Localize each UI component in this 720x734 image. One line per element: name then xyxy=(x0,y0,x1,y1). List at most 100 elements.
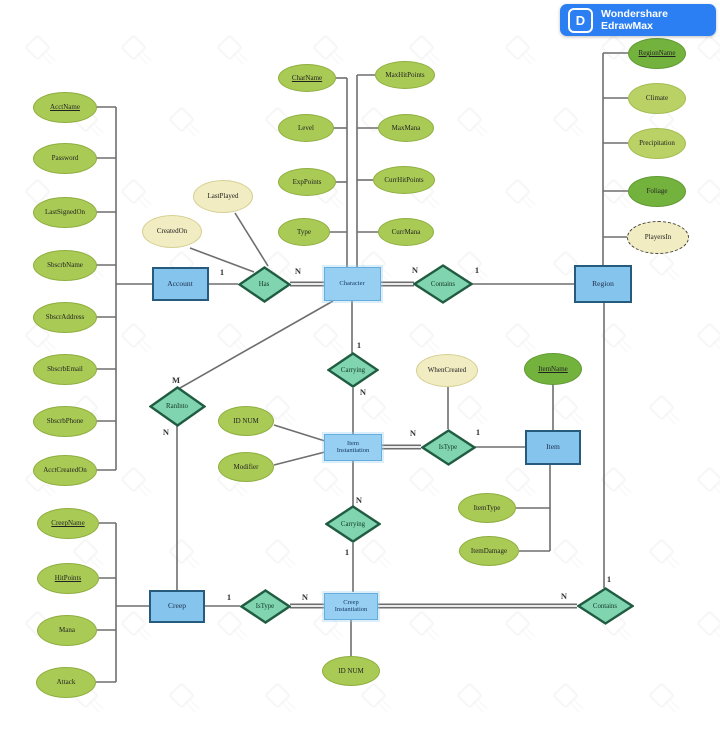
cardinality-label[interactable]: N xyxy=(355,495,363,505)
attr-exppoints-label: ExpPoints xyxy=(292,178,322,186)
connection-line[interactable] xyxy=(273,424,326,442)
rel-carrying-item[interactable]: Carrying xyxy=(327,352,379,388)
attr-lastsignedon-label: LastSignedOn xyxy=(44,208,86,216)
rel-carrying-item-label: Carrying xyxy=(340,366,366,374)
entity-region[interactable]: Region xyxy=(574,265,632,303)
cardinality-label[interactable]: 1 xyxy=(226,592,232,602)
attr-currhitpoints[interactable]: CurrHitPoints xyxy=(373,166,435,194)
attr-sbscraddress[interactable]: SbscrAddress xyxy=(33,301,97,333)
rel-istype-item[interactable]: IsType xyxy=(420,428,476,466)
attr-password-label: Password xyxy=(51,154,79,162)
rel-has[interactable]: Has xyxy=(237,265,291,303)
rel-contains-creep-label: Contains xyxy=(592,602,618,610)
attr-regionname-label: RegionName xyxy=(638,49,676,57)
rel-raninto-polygon xyxy=(148,385,206,427)
attr-playersin[interactable]: PlayersIn xyxy=(627,220,689,254)
entity-character-label: Character xyxy=(339,280,365,288)
rel-istype-item-shape xyxy=(420,428,476,466)
attr-itemname[interactable]: ItemName xyxy=(524,353,582,385)
attr-itemdamage-label: ItemDamage xyxy=(470,547,508,555)
entity-item-instantiation-label: Item xyxy=(347,439,359,447)
rel-istype-item-label: IsType xyxy=(438,443,458,451)
badge-brand-line1: Wondershare xyxy=(601,7,668,20)
rel-raninto-label: RanInto xyxy=(166,402,188,410)
entity-item[interactable]: Item xyxy=(525,429,581,465)
attr-exppoints[interactable]: ExpPoints xyxy=(278,168,336,196)
rel-carrying-creep[interactable]: Carrying xyxy=(325,505,381,543)
rel-carrying-creep-label: Carrying xyxy=(340,520,366,528)
cardinality-label[interactable]: N xyxy=(560,591,568,601)
connection-line[interactable] xyxy=(273,451,326,466)
attr-password[interactable]: Password xyxy=(33,142,97,174)
connection-line[interactable] xyxy=(189,247,255,273)
cardinality-label[interactable]: 1 xyxy=(344,547,350,557)
cardinality-label[interactable]: N xyxy=(301,592,309,602)
attr-whencreated[interactable]: WhenCreated xyxy=(416,353,478,387)
rel-contains-region[interactable]: Contains xyxy=(413,264,473,304)
attr-level-label: Level xyxy=(298,124,314,132)
cardinality-label[interactable]: N xyxy=(294,266,302,276)
cardinality-label[interactable]: N xyxy=(162,427,170,437)
entity-account[interactable]: Account xyxy=(151,267,209,301)
attr-level[interactable]: Level xyxy=(278,114,334,142)
attr-precipitation[interactable]: Precipitation xyxy=(628,127,686,159)
attr-sbscrbname[interactable]: SbscrbName xyxy=(33,249,97,281)
attr-mana[interactable]: Mana xyxy=(37,614,97,646)
cardinality-label[interactable]: N xyxy=(409,428,417,438)
edrawmax-badge[interactable]: D Wondershare EdrawMax xyxy=(560,4,716,36)
attr-maxhitpoints-label: MaxHitPoints xyxy=(385,71,425,79)
attr-maxmana[interactable]: MaxMana xyxy=(378,114,434,142)
attr-sbscrbemail[interactable]: SbscrbEmail xyxy=(33,353,97,385)
attr-acctcreatedon-label: AcctCreatedOn xyxy=(43,466,87,474)
connection-line[interactable] xyxy=(234,212,269,267)
rel-contains-region-polygon xyxy=(413,264,473,304)
attr-itemdamage[interactable]: ItemDamage xyxy=(459,536,519,566)
attr-attack[interactable]: Attack xyxy=(36,666,96,698)
attr-acctname[interactable]: AcctName xyxy=(33,91,97,123)
cardinality-label[interactable]: 1 xyxy=(219,267,225,277)
attr-playersin-label: PlayersIn xyxy=(644,233,672,241)
cardinality-label[interactable]: 1 xyxy=(474,265,480,275)
cardinality-label[interactable]: 1 xyxy=(606,574,612,584)
cardinality-label[interactable]: N xyxy=(411,265,419,275)
cardinality-label[interactable]: 1 xyxy=(356,340,362,350)
badge-brand-line2: EdrawMax xyxy=(601,20,653,32)
attr-type[interactable]: Type xyxy=(278,218,330,246)
rel-istype-creep[interactable]: IsType xyxy=(239,588,291,624)
attr-itemtype[interactable]: ItemType xyxy=(458,493,516,523)
rel-contains-creep[interactable]: Contains xyxy=(576,587,634,625)
rel-raninto[interactable]: RanInto xyxy=(148,385,206,427)
attr-acctcreatedon[interactable]: AcctCreatedOn xyxy=(33,454,97,486)
cardinality-label[interactable]: M xyxy=(171,375,181,385)
attr-idnum-item[interactable]: ID NUM xyxy=(218,406,274,436)
attr-idnum-creep[interactable]: ID NUM xyxy=(322,656,380,686)
attr-regionname[interactable]: RegionName xyxy=(628,37,686,69)
attr-itemname-label: ItemName xyxy=(538,365,568,373)
attr-sbscrbphone[interactable]: SbscrbPhone xyxy=(33,405,97,437)
entity-character[interactable]: Character xyxy=(323,267,381,301)
entity-creep-label: Creep xyxy=(168,600,186,610)
attr-modifier[interactable]: Modifier xyxy=(218,452,274,482)
attr-createdon[interactable]: CreatedOn xyxy=(142,214,202,248)
attr-currmana[interactable]: CurrMana xyxy=(378,218,434,246)
attr-charname[interactable]: CharName xyxy=(278,64,336,92)
attr-lastplayed[interactable]: LastPlayed xyxy=(193,179,253,213)
rel-contains-creep-polygon xyxy=(576,587,634,625)
entity-creep[interactable]: Creep xyxy=(149,589,205,623)
cardinality-label[interactable]: 1 xyxy=(475,427,481,437)
attr-lastsignedon[interactable]: LastSignedOn xyxy=(33,196,97,228)
attr-type-label: Type xyxy=(297,228,311,236)
attr-climate[interactable]: Climate xyxy=(628,82,686,114)
attr-creepname[interactable]: CreepName xyxy=(37,507,99,539)
cardinality-label[interactable]: N xyxy=(359,387,367,397)
connection-line[interactable] xyxy=(179,300,334,389)
rel-carrying-creep-shape xyxy=(325,505,381,543)
attr-hitpoints[interactable]: HitPoints xyxy=(37,562,99,594)
attr-foliage[interactable]: Foliage xyxy=(628,175,686,207)
attr-maxhitpoints[interactable]: MaxHitPoints xyxy=(375,61,435,89)
attr-modifier-label: Modifier xyxy=(233,463,259,471)
